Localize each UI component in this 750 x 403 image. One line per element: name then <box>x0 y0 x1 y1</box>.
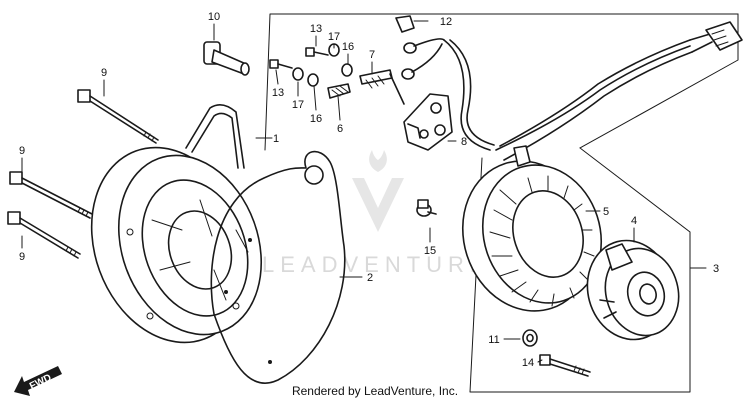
part-10-plug <box>203 41 250 76</box>
callout-16a: 16 <box>342 41 354 53</box>
part-2-gasket <box>210 150 346 384</box>
callout-9a: 9 <box>101 67 107 79</box>
callout-2: 2 <box>367 272 373 284</box>
watermark-flame-icon <box>369 150 387 172</box>
wiring-harness <box>443 33 713 161</box>
bolt-9-bottom <box>7 211 81 259</box>
callout-17b: 17 <box>292 99 304 111</box>
part-16-lockwashers <box>307 63 353 87</box>
part-14-bolt <box>539 354 591 377</box>
bolt-9-top <box>77 89 159 144</box>
callout-11: 11 <box>488 334 499 346</box>
callout-9c: 9 <box>19 251 25 263</box>
part-12-clamp <box>395 15 445 80</box>
part-9-bolts <box>7 89 159 259</box>
callout-3: 3 <box>713 263 719 275</box>
watermark-logo-icon <box>352 178 404 232</box>
part-6-brush <box>327 83 351 99</box>
callout-4: 4 <box>631 215 637 227</box>
callout-15: 15 <box>424 245 436 257</box>
callout-5: 5 <box>603 206 609 218</box>
callout-13b: 13 <box>272 87 284 99</box>
part-11-washer <box>522 329 538 347</box>
callout-labels: 10 13 17 16 7 12 9 13 17 16 6 1 8 9 9 5 … <box>19 11 719 369</box>
callout-17a: 17 <box>328 31 340 43</box>
callout-10: 10 <box>208 11 220 23</box>
watermark: LEADVENTURE <box>262 150 491 277</box>
part-15-grommet <box>416 199 437 217</box>
callout-13a: 13 <box>310 23 322 35</box>
callout-1: 1 <box>273 133 279 145</box>
part-5-stator <box>461 145 603 312</box>
part-8-brush-holder <box>403 93 453 151</box>
callout-6: 6 <box>337 123 343 135</box>
part-1-generator-cover <box>90 104 263 344</box>
assembly-boundary <box>264 13 739 393</box>
part-7-brush <box>359 69 405 105</box>
callout-14: 14 <box>522 357 534 369</box>
callout-9b: 9 <box>19 145 25 157</box>
footer-credit: Rendered by LeadVenture, Inc. <box>291 384 459 398</box>
callout-8: 8 <box>461 136 467 148</box>
part-17-washers <box>292 43 340 81</box>
callout-7: 7 <box>369 49 375 61</box>
part-13-screws <box>269 47 329 69</box>
leader-lines <box>21 20 707 363</box>
callout-12: 12 <box>440 16 452 28</box>
part-4-rotor <box>586 239 680 341</box>
callout-16b: 16 <box>310 113 322 125</box>
fwd-arrow-icon <box>14 366 62 396</box>
bolt-9-middle <box>9 171 93 219</box>
wire-connector <box>705 21 743 51</box>
watermark-text: LEADVENTURE <box>262 252 491 277</box>
